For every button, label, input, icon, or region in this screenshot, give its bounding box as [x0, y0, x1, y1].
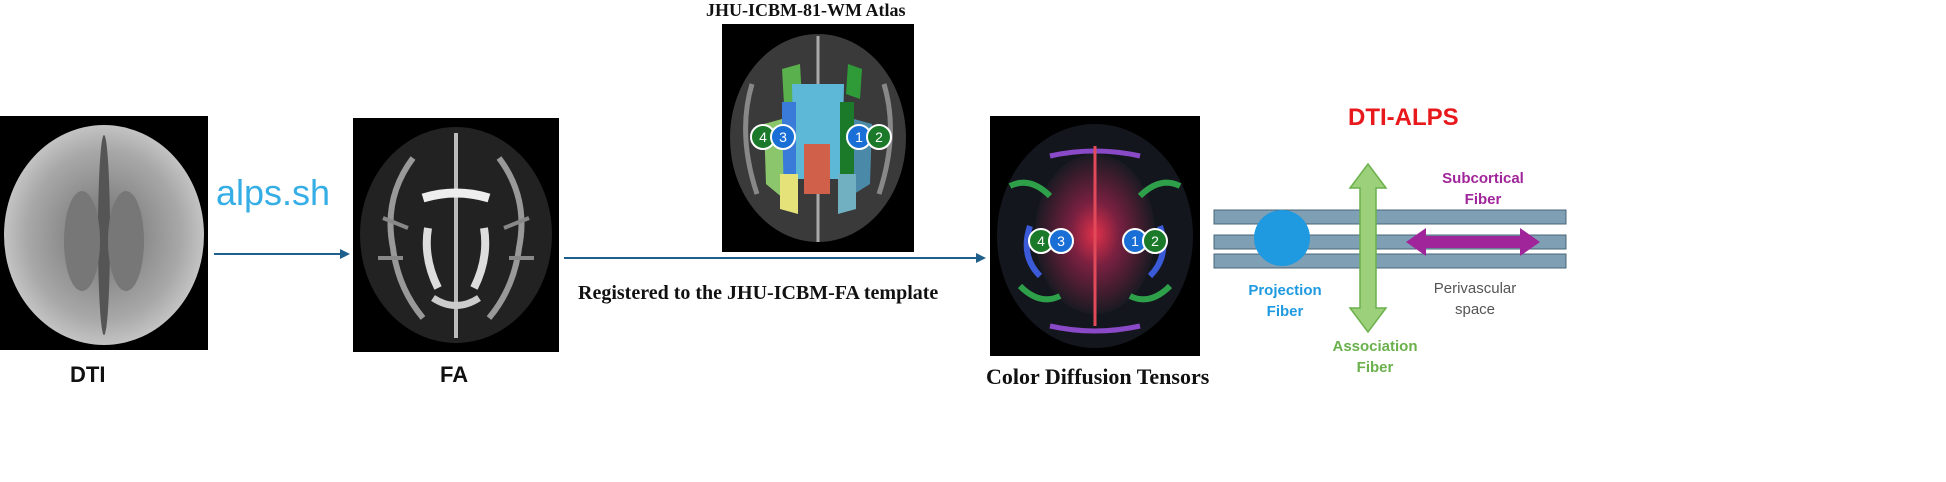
projection-label: Projection Fiber	[1248, 282, 1322, 320]
dti-image	[0, 116, 208, 350]
color-tensors-label: Color Diffusion Tensors	[986, 364, 1210, 389]
atlas-marker-3: 3	[770, 124, 796, 150]
subcortical-fiber-arrow	[1406, 228, 1540, 256]
projection-fiber-circle	[1254, 210, 1310, 266]
tensor-marker-3: 3	[1048, 228, 1074, 254]
color-tensor-image	[990, 116, 1200, 356]
atlas-marker-2: 2	[866, 124, 892, 150]
arrow-fa-to-tensors	[564, 253, 986, 263]
fa-label: FA	[440, 362, 469, 387]
dti-label: DTI	[70, 362, 106, 387]
association-fiber-arrow	[1348, 162, 1388, 334]
script-label: alps.sh	[216, 172, 331, 213]
association-label: Association Fiber	[1332, 338, 1418, 376]
arrow-dti-to-fa	[214, 249, 350, 259]
registered-label: Registered to the JHU-ICBM-FA template	[578, 282, 939, 304]
perivascular-label: Perivascular space	[1433, 280, 1517, 318]
subcortical-label: Subcortical Fiber	[1442, 170, 1524, 208]
alps-schematic	[1213, 162, 1567, 334]
tensor-marker-2: 2	[1142, 228, 1168, 254]
fa-image	[353, 118, 559, 352]
dti-alps-title: DTI-ALPS	[1348, 104, 1459, 131]
atlas-title: JHU-ICBM-81-WM Atlas	[706, 0, 906, 20]
